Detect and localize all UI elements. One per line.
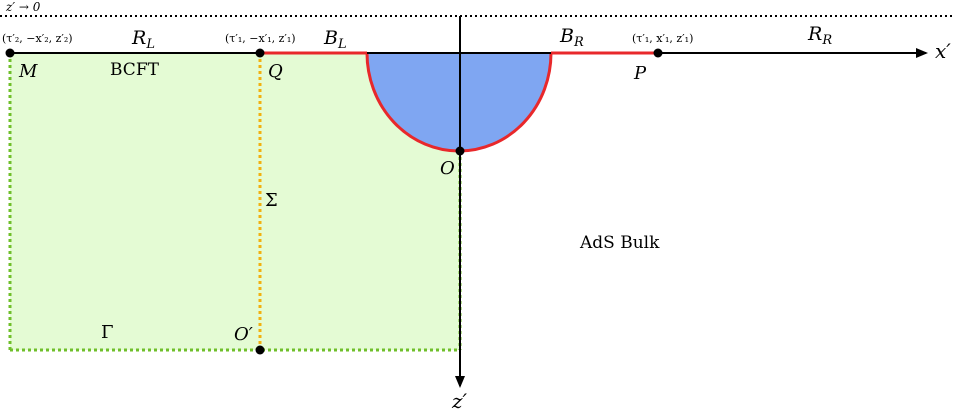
region-BL-label: BL [323,27,347,52]
gamma-label: Γ [101,322,114,343]
coord-Q: (τ′₁, −x′₁, z′₁) [225,32,296,45]
bcft-label: BCFT [110,60,160,80]
x-axis-label: x′ [935,39,951,63]
label-O: O [440,158,455,179]
label-P: P [633,63,647,84]
region-BR-label: BR [559,25,584,50]
point-P [653,48,663,58]
region-RL-label: RL [131,27,155,52]
bulk-label: AdS Bulk [579,233,660,253]
point-Q [255,48,265,58]
coord-M: (τ′₂, −x′₂, z′₂) [2,32,73,45]
point-O [455,146,465,156]
coord-P: (τ′₁, x′₁, z′₁) [632,32,693,45]
label-Q: Q [268,61,283,82]
boundary-limit-label: z′ → 0 [5,0,41,14]
point-M [5,48,15,58]
point-O-prime [255,345,265,355]
z-axis-label: z′ [451,389,468,412]
region-RR-label: RR [807,23,832,48]
sigma-label: Σ [265,190,278,211]
label-O-prime: O′ [234,324,253,345]
label-M: M [18,61,38,82]
